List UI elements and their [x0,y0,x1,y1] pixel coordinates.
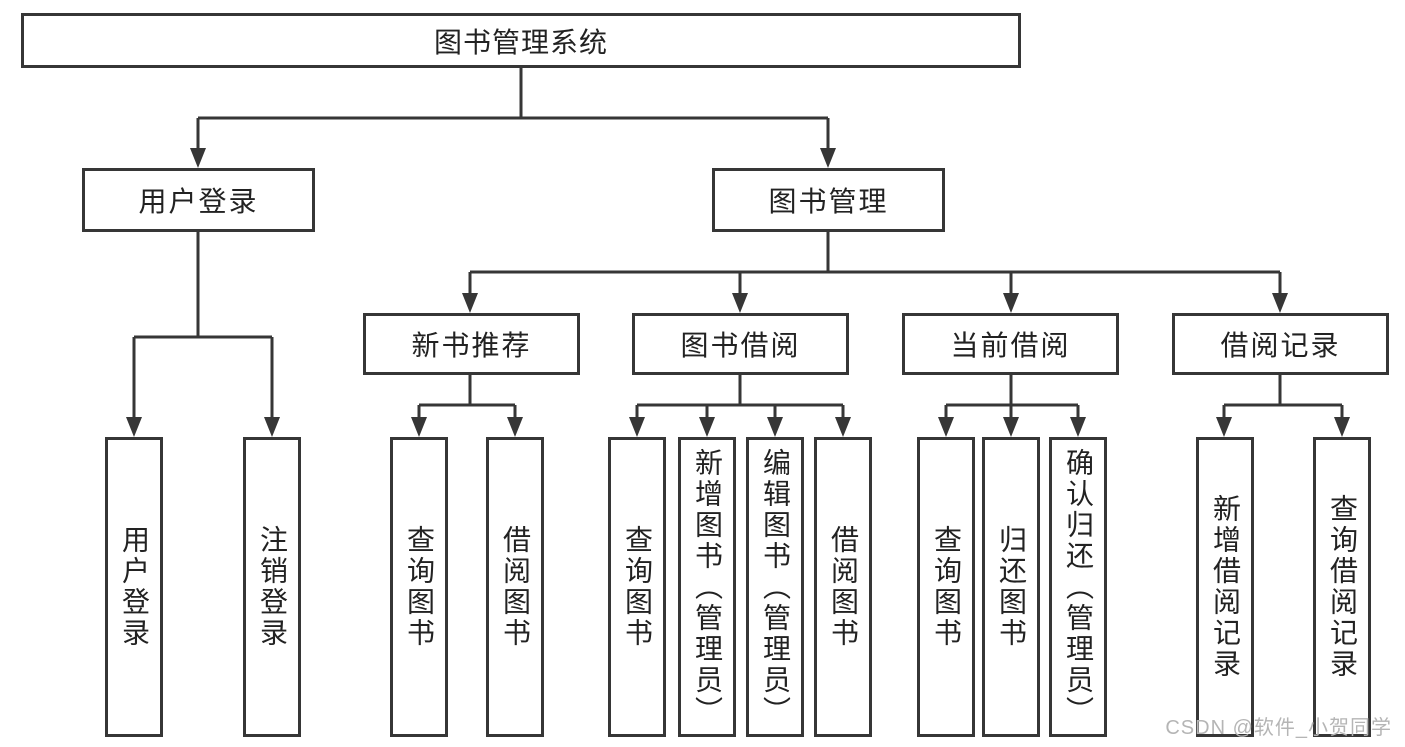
node-add-books-admin: 新增图书（管理员） [678,437,736,737]
node-borrow-books-recommend: 借阅图书 [486,437,544,737]
node-label: 注销登录 [257,525,288,649]
node-label: 编辑图书（管理员） [760,447,791,727]
node-query-books-borrowing: 查询图书 [608,437,666,737]
node-user-login-group: 用户登录 [82,168,315,232]
node-label: 归还图书 [996,525,1027,649]
node-label: 当前借阅 [950,330,1071,361]
connector-edges [132,68,1344,417]
node-label: 查询图书 [931,525,962,649]
node-label: 图书借阅 [680,330,801,361]
node-label: 用户登录 [119,525,150,649]
node-label: 借阅记录 [1220,330,1341,361]
node-label: 借阅图书 [500,525,531,649]
node-new-book-recommendation: 新书推荐 [363,313,580,375]
node-label: 确认归还（管理员） [1063,447,1094,727]
node-return-books: 归还图书 [982,437,1040,737]
node-label: 图书管理 [768,186,889,217]
node-query-borrow-record: 查询借阅记录 [1313,437,1371,737]
node-borrowing-records: 借阅记录 [1172,313,1389,375]
node-book-management: 图书管理 [712,168,945,232]
node-edit-books-admin: 编辑图书（管理员） [746,437,804,737]
node-label: 图书管理系统 [433,26,608,58]
csdn-watermark: CSDN @软件_小贺同学 [1165,717,1392,739]
node-logout: 注销登录 [243,437,301,737]
node-label: 查询图书 [622,525,653,649]
node-borrow-books: 借阅图书 [814,437,872,737]
node-query-books-current: 查询图书 [917,437,975,737]
node-library-management-system: 图书管理系统 [21,13,1021,68]
connector-arrowheads [126,148,1350,437]
node-label: 新书推荐 [411,330,532,361]
node-label: 查询图书 [404,525,435,649]
node-confirm-return-admin: 确认归还（管理员） [1049,437,1107,737]
node-current-borrowing: 当前借阅 [902,313,1119,375]
node-label: 新增图书（管理员） [692,447,723,727]
node-label: 查询借阅记录 [1327,494,1358,680]
node-query-books-recommend: 查询图书 [390,437,448,737]
node-user-login: 用户登录 [105,437,163,737]
node-label: 用户登录 [138,186,259,217]
node-add-borrow-record: 新增借阅记录 [1196,437,1254,737]
node-label: 借阅图书 [828,525,859,649]
node-label: 新增借阅记录 [1210,494,1241,680]
node-book-borrowing: 图书借阅 [632,313,849,375]
